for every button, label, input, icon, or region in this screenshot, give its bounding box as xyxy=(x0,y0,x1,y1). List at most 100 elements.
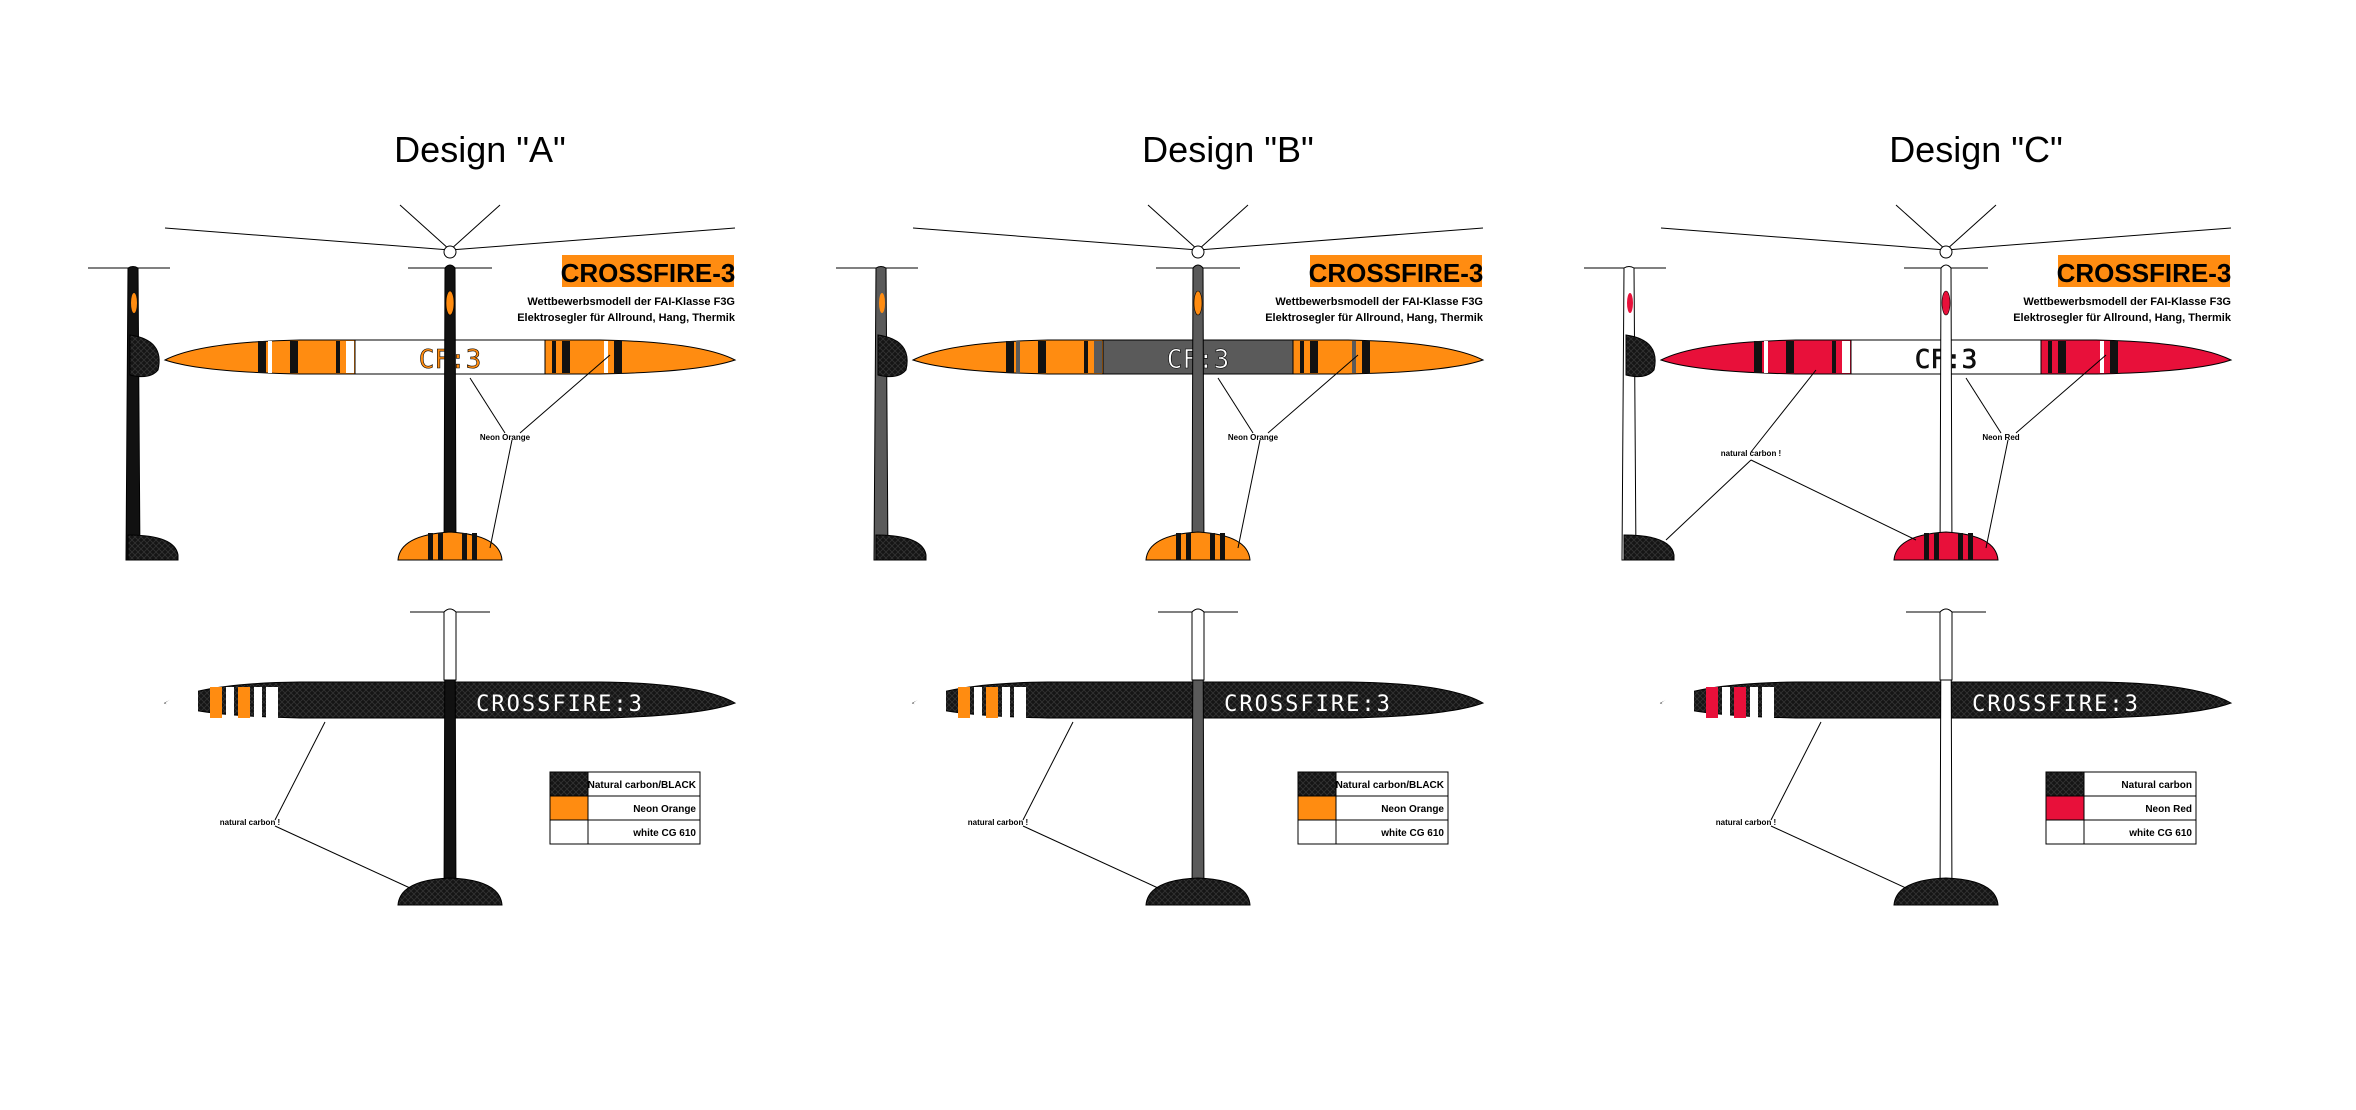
top-wing-stripe xyxy=(258,341,266,373)
brand-title: CROSSFIRE-3 xyxy=(1309,258,1484,288)
bottom-canopy xyxy=(443,608,457,681)
bottom-wing-stripe xyxy=(1750,687,1758,718)
legend-cell xyxy=(2083,819,2197,845)
side-view-nose-mark xyxy=(879,293,885,313)
top-tail-stripe xyxy=(472,533,477,560)
callout-line-top xyxy=(489,439,513,549)
design-title: Design "B" xyxy=(1142,129,1314,170)
bottom-wing-stripe xyxy=(1706,687,1718,718)
top-wing-stripe xyxy=(1362,341,1370,373)
bottom-wing-stripe xyxy=(190,687,198,718)
front-view-tail-right xyxy=(449,204,501,251)
callout-bottom-label: natural carbon ! xyxy=(220,818,280,827)
callout-line-top2 xyxy=(1750,459,1917,541)
top-canopy-mark xyxy=(1193,290,1203,316)
bottom-wing-stripe xyxy=(1002,687,1010,718)
top-wing-stripe xyxy=(2048,341,2052,373)
bottom-wing-stripe xyxy=(1014,687,1026,718)
top-tail-stripe xyxy=(1176,533,1181,560)
bottom-canopy xyxy=(1191,608,1205,681)
bottom-tail xyxy=(1145,877,1251,906)
legend-label: white CG 610 xyxy=(1380,828,1444,839)
callout-line-top xyxy=(1985,439,2009,549)
brand-subtitle-1: Wettbewerbsmodell der FAI-Klasse F3G xyxy=(527,296,735,308)
bottom-wing-stripe xyxy=(986,687,998,718)
callout-line-top xyxy=(1267,354,1359,434)
front-view-tail-right xyxy=(1197,204,1249,251)
top-tail-stripe xyxy=(428,533,433,560)
legend-label: Natural carbon/BLACK xyxy=(1336,780,1445,791)
legend-swatch xyxy=(2045,771,2085,797)
top-canopy-mark xyxy=(1941,290,1951,316)
legend-label: Natural carbon/BLACK xyxy=(588,780,697,791)
bottom-wing-text: CROSSFIRE:3 xyxy=(1972,692,2140,717)
design-c: Design "C"CF:3CROSSFIRE-3Wettbewerbsmode… xyxy=(1584,129,2233,906)
bottom-wing-stripe xyxy=(1722,687,1730,718)
bottom-wing-stripe xyxy=(210,687,222,718)
top-tail-stripe xyxy=(438,533,443,560)
side-view-nose-mark xyxy=(131,293,137,313)
top-fuselage xyxy=(1191,264,1205,561)
top-wing-stripe xyxy=(1084,341,1088,373)
brand-title: CROSSFIRE-3 xyxy=(2057,258,2232,288)
callout-top2-label: natural carbon ! xyxy=(1721,449,1781,458)
top-wing-stripe xyxy=(268,341,272,373)
top-wing-stripe xyxy=(1038,341,1046,373)
top-wing-stripe xyxy=(2110,341,2118,373)
brand-subtitle-2: Elektrosegler für Allround, Hang, Thermi… xyxy=(2013,312,2232,324)
callout-line-top xyxy=(1237,439,1261,549)
legend-label: white CG 610 xyxy=(632,828,696,839)
callout-line-top xyxy=(469,377,506,434)
top-wing-stripe xyxy=(346,341,354,373)
callout-top-label: Neon Orange xyxy=(1228,433,1279,442)
legend-swatch xyxy=(1297,819,1337,845)
legend-cell xyxy=(1335,795,1449,821)
side-view-canopy xyxy=(877,334,908,378)
front-view-hub xyxy=(443,245,457,259)
top-wing-stripe xyxy=(336,341,340,373)
bottom-tail xyxy=(1893,877,1999,906)
legend-cell xyxy=(2083,795,2197,821)
top-wing-stripe xyxy=(562,341,570,373)
legend-swatch xyxy=(549,819,589,845)
top-tail-stripe xyxy=(1186,533,1191,560)
legend-cell xyxy=(587,819,701,845)
brand-box xyxy=(2058,255,2230,287)
front-view-tail-left xyxy=(399,204,451,251)
top-tail xyxy=(1145,531,1251,561)
legend-label: white CG 610 xyxy=(2128,828,2192,839)
top-wing-stripe xyxy=(1764,341,1768,373)
top-tail-stripe xyxy=(1220,533,1225,560)
top-tail-stripe xyxy=(1934,533,1939,560)
callout-line-bottom xyxy=(1022,825,1159,889)
front-view-hub xyxy=(1939,245,1953,259)
callout-line-top2 xyxy=(1665,459,1752,541)
legend-cell xyxy=(1335,819,1449,845)
design-a: Design "A"CF:3CROSSFIRE-3Wettbewerbsmode… xyxy=(88,129,737,906)
bottom-wing-stripe xyxy=(266,687,278,718)
top-wing-stripe xyxy=(2058,341,2066,373)
top-tail xyxy=(397,531,503,561)
bottom-tail xyxy=(397,877,503,906)
top-tail-stripe xyxy=(1210,533,1215,560)
legend-swatch xyxy=(549,771,589,797)
legend-swatch xyxy=(549,795,589,821)
callout-line-top xyxy=(1965,377,2002,434)
brand-subtitle-2: Elektrosegler für Allround, Hang, Thermi… xyxy=(1265,312,1484,324)
legend-swatch xyxy=(2045,819,2085,845)
callout-line-top xyxy=(519,354,611,434)
callout-line-top xyxy=(2015,354,2107,434)
side-view-fin xyxy=(127,534,179,561)
bottom-wing-tip xyxy=(165,690,190,716)
top-tail xyxy=(1893,531,1999,561)
top-wing-stripe xyxy=(1094,341,1102,373)
side-view-canopy xyxy=(1625,334,1656,378)
callout-line-bottom xyxy=(1770,825,1907,889)
legend-label: Neon Orange xyxy=(1381,804,1444,815)
callout-top-label: Neon Orange xyxy=(480,433,531,442)
bottom-wing-stripe xyxy=(1686,687,1694,718)
bottom-canopy xyxy=(1939,608,1953,681)
brand-title: CROSSFIRE-3 xyxy=(561,258,736,288)
callout-line-top2 xyxy=(1750,369,1817,453)
